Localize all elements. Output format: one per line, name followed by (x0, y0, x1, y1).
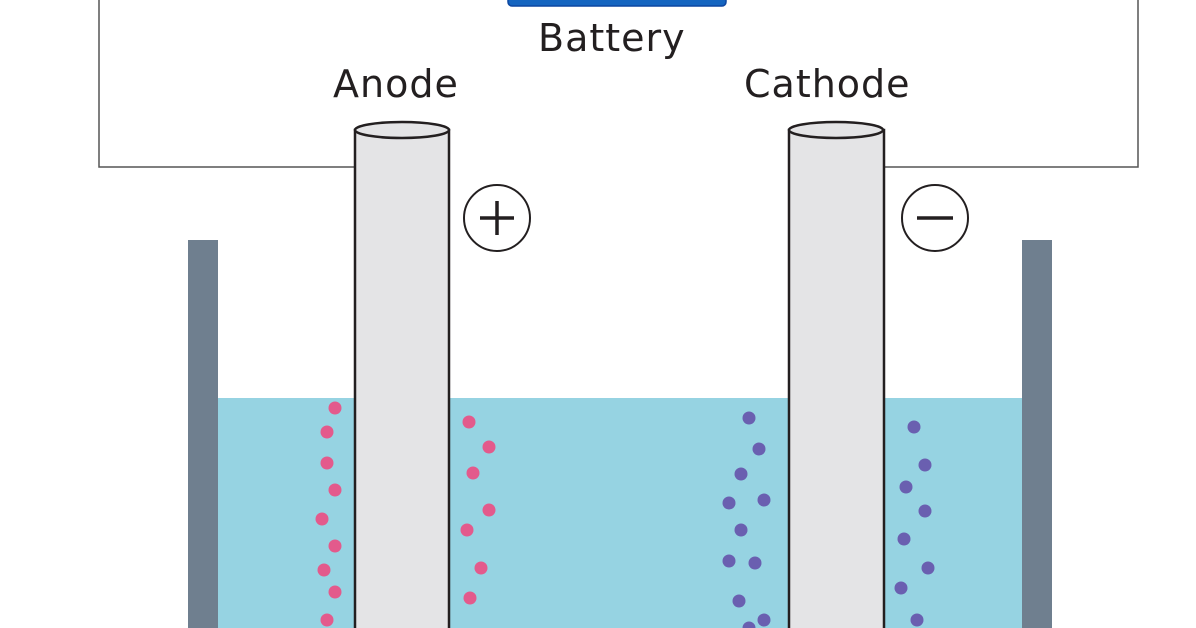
ion-dot (907, 420, 921, 434)
battery (507, 0, 727, 7)
ion-dot (734, 523, 748, 537)
cathode-label: Cathode (744, 62, 911, 106)
ion-dot (315, 512, 329, 526)
ion-dot (482, 440, 496, 454)
beaker-wall-left (188, 240, 218, 628)
ion-dot (757, 493, 771, 507)
electrolyte (218, 398, 1022, 628)
ion-dot (328, 483, 342, 497)
ion-dot (466, 466, 480, 480)
ion-dot (462, 415, 476, 429)
ion-dot (899, 480, 913, 494)
anode-ions (315, 401, 496, 627)
ion-dot (474, 561, 488, 575)
beaker-wall-right (1022, 240, 1052, 628)
ion-dot (328, 401, 342, 415)
cathode-electrode (787, 120, 886, 628)
ion-dot (732, 594, 746, 608)
ion-dot (722, 496, 736, 510)
ion-dot (328, 539, 342, 553)
ion-dot (482, 503, 496, 517)
ion-dot (742, 411, 756, 425)
ion-dot (894, 581, 908, 595)
ion-dot (742, 621, 756, 628)
ion-dot (460, 523, 474, 537)
ion-dot (317, 563, 331, 577)
ion-dot (748, 556, 762, 570)
plus-sign-icon (463, 184, 531, 252)
ion-dot (320, 613, 334, 627)
circuit-wire-right (884, 0, 1139, 168)
ion-dot (463, 591, 477, 605)
ion-dot (897, 532, 911, 546)
ion-dot (328, 585, 342, 599)
anode-electrode (353, 120, 451, 628)
circuit-wire (98, 0, 355, 168)
anode-label: Anode (333, 62, 459, 106)
ion-dot (722, 554, 736, 568)
ion-dot (320, 456, 334, 470)
ion-dot (921, 561, 935, 575)
battery-label: Battery (538, 16, 686, 60)
ion-dot (757, 613, 771, 627)
ion-dot (910, 613, 924, 627)
ion-dot (918, 458, 932, 472)
ion-dot (918, 504, 932, 518)
ion-dot (734, 467, 748, 481)
ion-dot (752, 442, 766, 456)
ion-dot (320, 425, 334, 439)
cathode-ions (722, 411, 935, 628)
minus-sign-icon (901, 184, 969, 252)
